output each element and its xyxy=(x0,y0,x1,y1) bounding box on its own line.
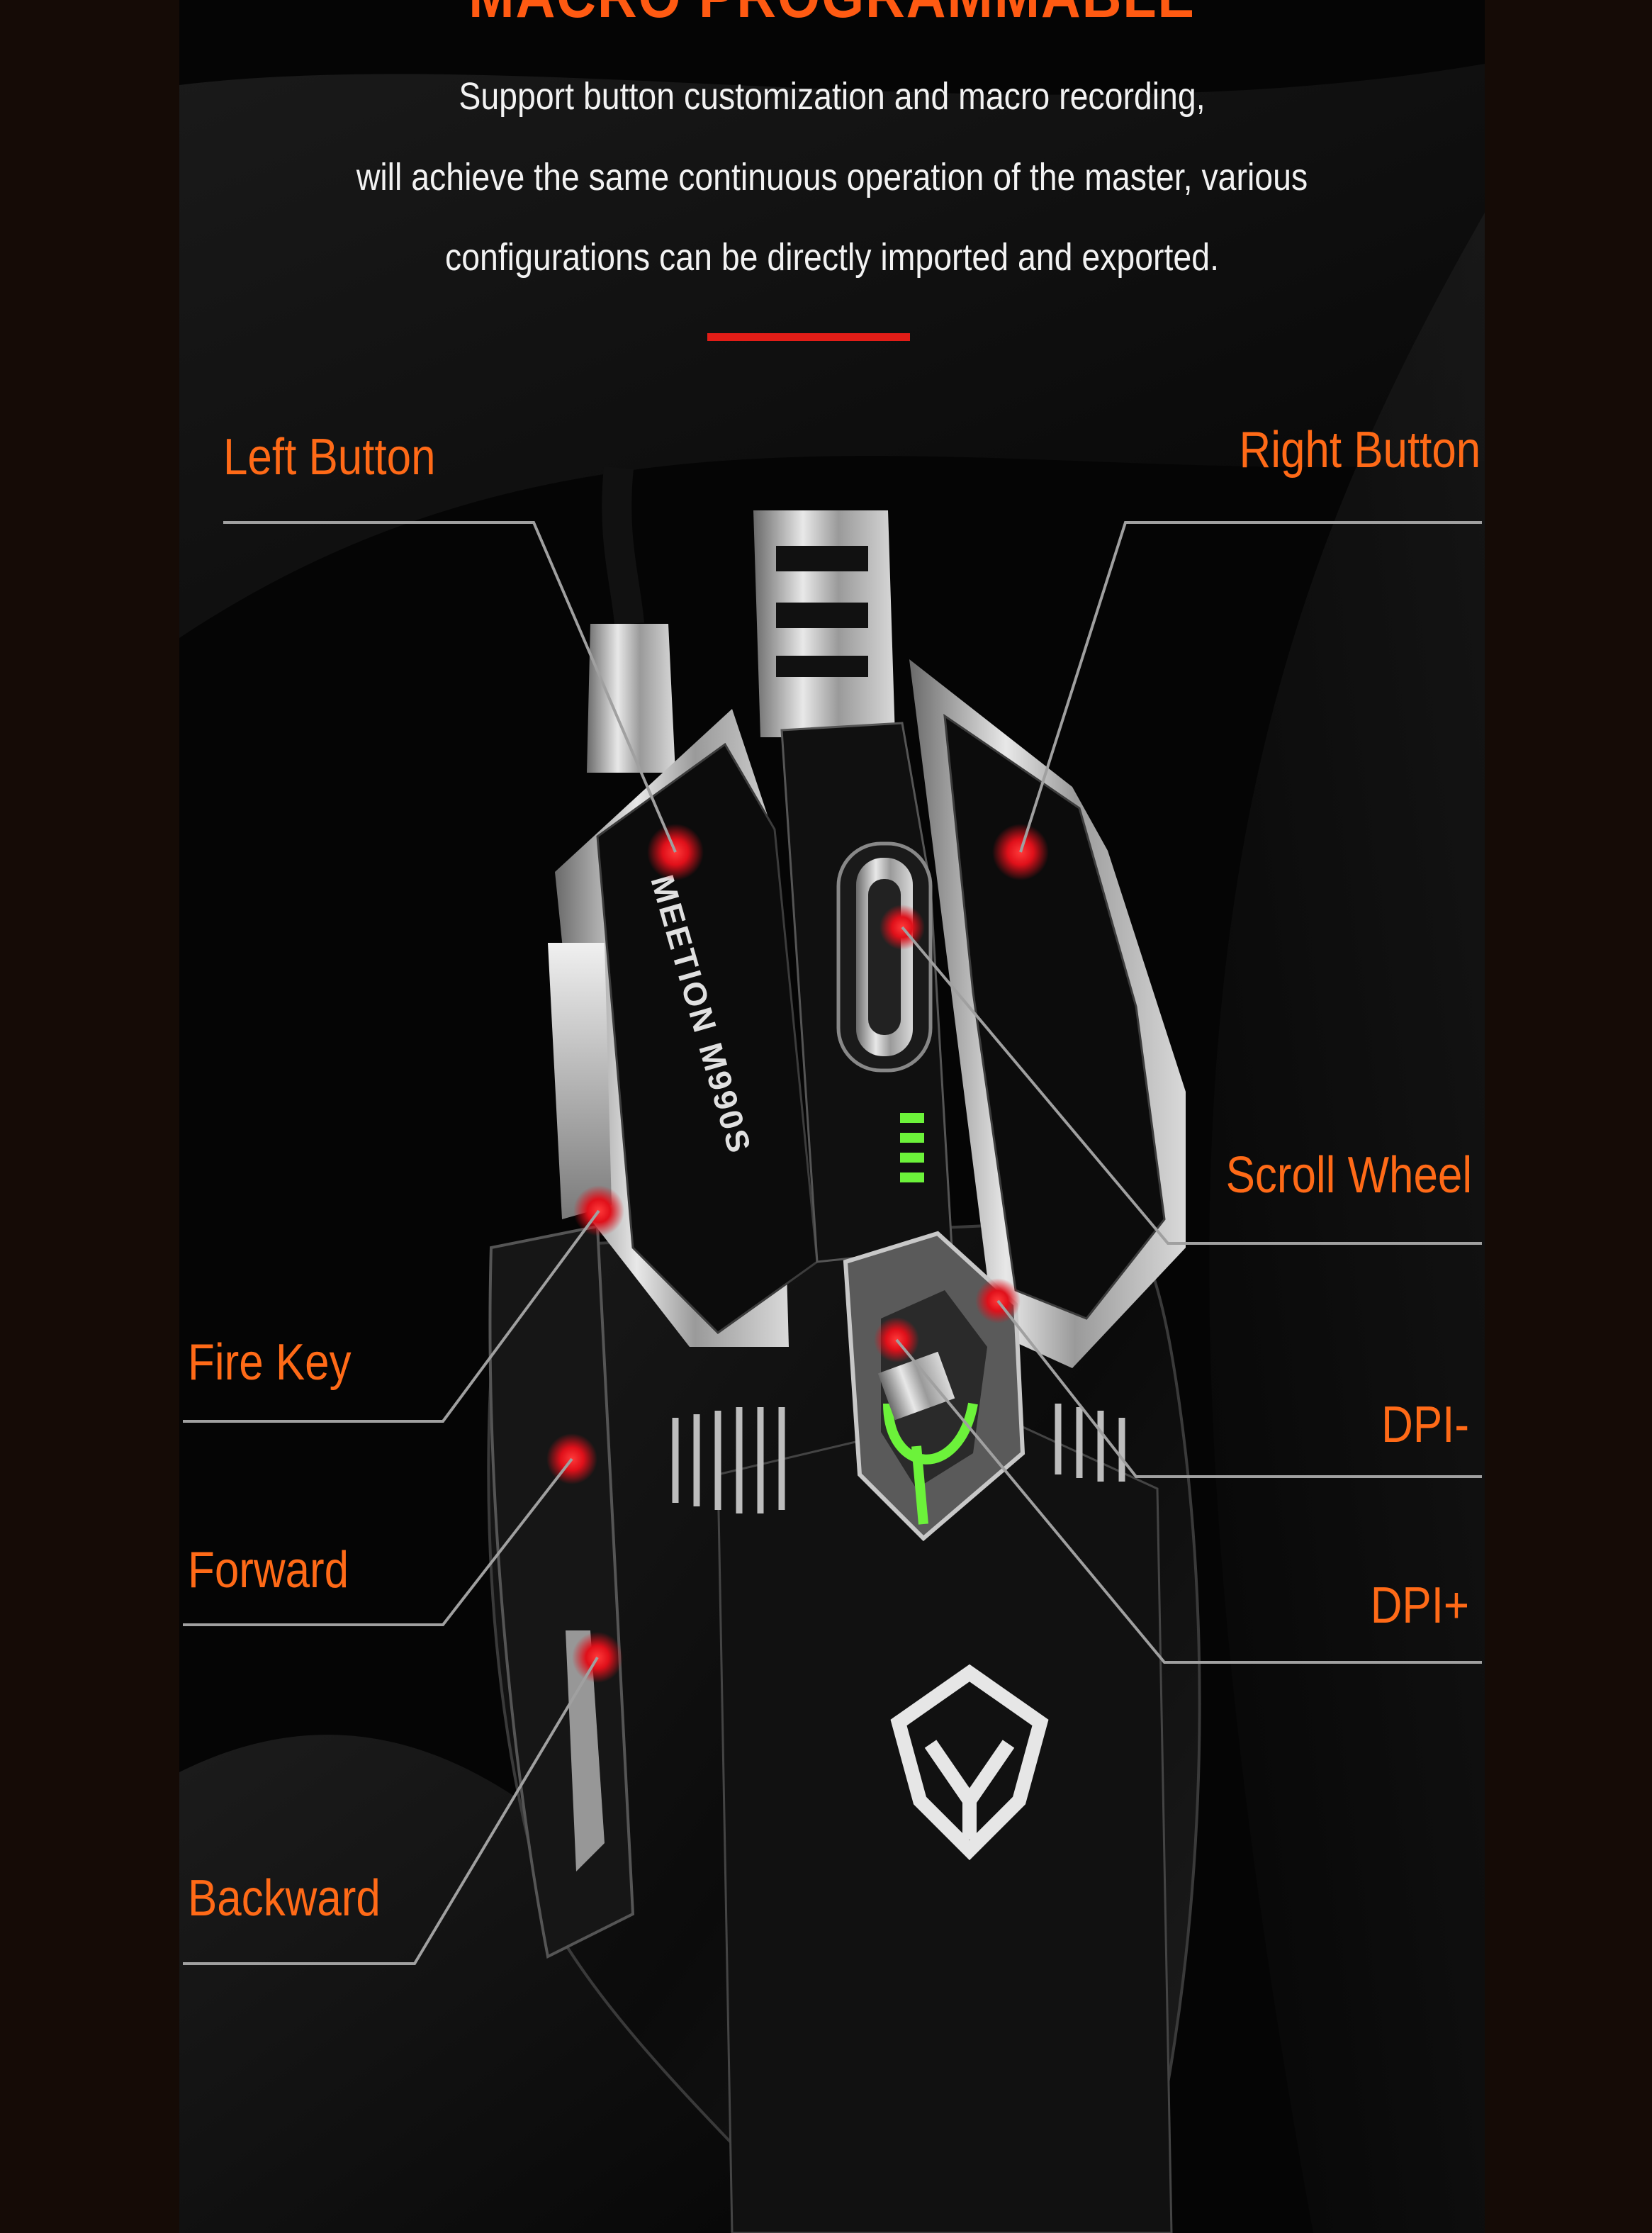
callout-dpi-plus: DPI+ xyxy=(1370,1577,1469,1634)
description-line-1: Support button customization and macro r… xyxy=(459,75,1206,118)
description-line-3: configurations can be directly imported … xyxy=(445,236,1219,279)
dpi-plus-line xyxy=(895,1338,1482,1664)
metal-bracket xyxy=(753,510,895,737)
description-line-2: will achieve the same continuous operati… xyxy=(356,156,1308,198)
backward-line xyxy=(183,1656,599,1965)
callout-backward: Backward xyxy=(188,1870,381,1927)
product-feature-panel: MACRO PROGRAMMABLE Support button custom… xyxy=(179,0,1485,2233)
cable xyxy=(602,466,644,625)
dpi-indicator xyxy=(900,1113,924,1182)
fire-key-line xyxy=(183,1209,600,1423)
forward-line xyxy=(183,1457,573,1626)
gaming-mouse-illustration: MEETION M990S xyxy=(487,466,1201,2233)
accent-divider xyxy=(707,333,910,341)
section-heading: MACRO PROGRAMMABLE xyxy=(245,0,1420,32)
callout-lines xyxy=(183,521,1482,1965)
callout-fire-key: Fire Key xyxy=(188,1334,352,1391)
callout-right-button: Right Button xyxy=(1239,422,1480,478)
left-button-line xyxy=(223,521,677,853)
callout-scroll-wheel: Scroll Wheel xyxy=(1225,1147,1472,1204)
scroll-wheel-line xyxy=(901,926,1482,1245)
springs xyxy=(672,1404,1125,1513)
right-button-line xyxy=(1019,521,1482,853)
callout-forward: Forward xyxy=(188,1542,349,1599)
side-stripe xyxy=(566,1630,605,1871)
meetion-logo-icon xyxy=(890,1664,1049,1861)
callout-left-button: Left Button xyxy=(223,429,436,486)
dpi-minus-line xyxy=(996,1299,1482,1478)
left-metal-side xyxy=(548,943,612,1219)
callout-dpi-minus: DPI- xyxy=(1381,1397,1469,1453)
cable-connector xyxy=(587,624,675,773)
